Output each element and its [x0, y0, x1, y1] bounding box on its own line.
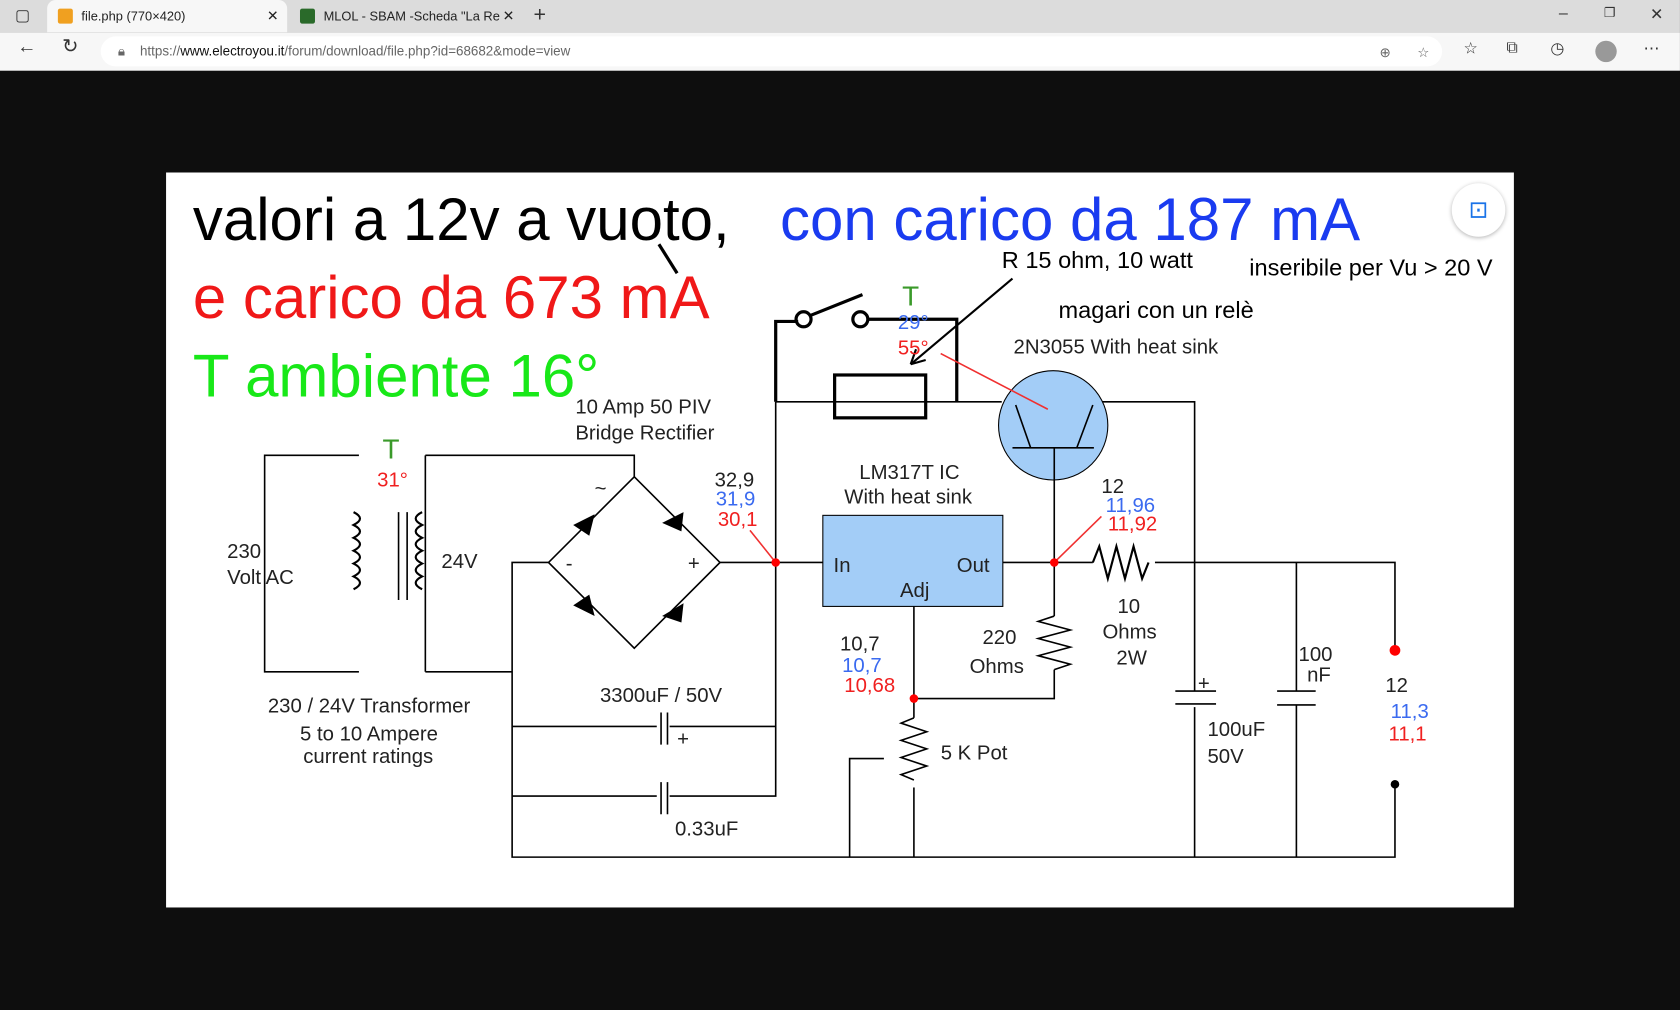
- url-input[interactable]: 🔒︎ https://www.electroyou.it/forum/downl…: [100, 36, 1443, 67]
- tab-title: file.php (770×420): [81, 8, 186, 24]
- v-adj: 10,68: [844, 675, 895, 697]
- transformer-label: 5 to 10 Ampere: [300, 723, 438, 745]
- file-favicon-icon: [57, 8, 73, 24]
- cap-label: 3300uF / 50V: [600, 685, 723, 707]
- zoom-icon[interactable]: ⊕: [1379, 44, 1391, 60]
- transistor-2n3055: [998, 370, 1109, 481]
- cap-label: 0.33uF: [675, 819, 738, 841]
- v-load: 11,3: [1391, 701, 1429, 723]
- v-load: 11,1: [1389, 723, 1427, 745]
- address-bar-row: ← ↻ 🔒︎ https://www.electroyou.it/forum/d…: [0, 32, 1680, 71]
- tab-mlol[interactable]: MLOL - SBAM -Scheda "La Repul ✕: [289, 0, 523, 32]
- note-insert: inseribile per Vu > 20 V: [1249, 254, 1493, 280]
- close-tab-icon[interactable]: ✕: [266, 7, 279, 24]
- c100n-label: nF: [1307, 664, 1331, 686]
- v-out: 11,96: [1106, 495, 1155, 517]
- v-adj: 10,7: [840, 633, 880, 655]
- v-in: 31,9: [716, 489, 756, 511]
- lm317-label: With heat sink: [844, 487, 973, 509]
- lock-icon: 🔒︎: [117, 43, 125, 59]
- bridge-label: Bridge Rectifier: [575, 422, 714, 444]
- temp-transformer: 31°: [377, 469, 408, 491]
- hand-drawn-switch-resistor: [657, 243, 1014, 420]
- r10-label: Ohms: [1102, 622, 1156, 644]
- r10-label: 2W: [1116, 647, 1147, 669]
- title-blue: con carico da 187 mA: [780, 186, 1360, 253]
- sidebar-toggle-icon[interactable]: ▢: [14, 6, 31, 25]
- v-load: 12: [1385, 675, 1408, 697]
- title-red: e carico da 673 mA: [193, 264, 710, 331]
- cap-plus: +: [677, 729, 689, 751]
- pin-out: Out: [957, 555, 990, 577]
- v-out: 12: [1101, 476, 1124, 498]
- favorite-add-icon[interactable]: ☆: [1417, 44, 1430, 60]
- new-tab-icon[interactable]: +: [533, 3, 547, 27]
- pin-adj: Adj: [900, 580, 929, 602]
- url-domain: www.electroyou.it: [180, 43, 285, 59]
- cap-plus: +: [1198, 673, 1210, 695]
- temp-res-red: 55°: [898, 338, 929, 360]
- v-adj: 10,7: [842, 655, 882, 677]
- lm317-label: LM317T IC: [859, 462, 959, 484]
- tab-file-php[interactable]: file.php (770×420) ✕: [47, 0, 288, 33]
- secondary-voltage: 24V: [441, 551, 478, 573]
- visual-search-button[interactable]: ⊡: [1451, 183, 1506, 237]
- temp-res-blue: 29°: [898, 312, 929, 334]
- temp-t-label: T: [382, 434, 399, 465]
- v-in: 30,1: [718, 509, 758, 531]
- transistor-label: 2N3055 With heat sink: [1014, 337, 1220, 359]
- url-prefix: https://: [139, 43, 181, 59]
- input-voltage: Volt AC: [227, 567, 294, 589]
- r220-label: Ohms: [970, 656, 1024, 678]
- v-out: 11,92: [1108, 513, 1157, 535]
- back-icon[interactable]: ←: [17, 35, 37, 57]
- bridge-minus: -: [566, 553, 573, 575]
- restore-icon[interactable]: ❐: [1603, 5, 1616, 21]
- refresh-icon[interactable]: ↻: [62, 35, 79, 57]
- bridge-label: 10 Amp 50 PIV: [575, 397, 711, 419]
- tab-bar: ▢ file.php (770×420) ✕ MLOL - SBAM -Sche…: [0, 0, 1680, 33]
- note-relay: magari con un relè: [1059, 297, 1254, 323]
- url-path: /forum/download/file.php?id=68682&mode=v…: [284, 43, 571, 59]
- mlol-favicon-icon: [299, 8, 315, 24]
- title-black: valori a 12v a vuoto,: [193, 186, 730, 253]
- image-viewer: valori a 12v a vuoto, con carico da 187 …: [166, 172, 1514, 908]
- input-voltage: 230: [227, 541, 261, 563]
- diodes: [573, 512, 684, 623]
- close-window-icon[interactable]: ✕: [1649, 5, 1664, 24]
- temp-t-label: T: [902, 280, 919, 311]
- c100n-label: 100: [1299, 644, 1333, 666]
- title-green: T ambiente 16°: [193, 342, 599, 409]
- pin-in: In: [834, 555, 851, 577]
- bridge-plus: +: [688, 553, 700, 575]
- favorites-icon[interactable]: ☆: [1463, 39, 1478, 58]
- note-resistor: R 15 ohm, 10 watt: [1002, 247, 1194, 273]
- lm317-block: [822, 514, 1004, 607]
- collections-icon[interactable]: ⧉: [1506, 38, 1518, 57]
- c100u-label: 100uF: [1207, 719, 1265, 741]
- bridge-ac: ~: [595, 478, 607, 500]
- c100u-label: 50V: [1207, 746, 1244, 768]
- transformer-label: current ratings: [303, 746, 433, 768]
- r220-label: 220: [982, 627, 1016, 649]
- history-icon[interactable]: ◷: [1550, 39, 1565, 58]
- minimize-icon[interactable]: –: [1558, 4, 1568, 23]
- tab-title: MLOL - SBAM -Scheda "La Repul: [323, 8, 501, 24]
- v-in: 32,9: [715, 469, 755, 491]
- schematic-image: valori a 12v a vuoto, con carico da 187 …: [193, 186, 1493, 858]
- r10-label: 10: [1117, 596, 1140, 618]
- profile-avatar[interactable]: [1595, 40, 1617, 63]
- close-tab-icon[interactable]: ✕: [502, 7, 515, 24]
- pot-label: 5 K Pot: [941, 743, 1008, 765]
- more-icon[interactable]: ⋯: [1643, 39, 1660, 58]
- transformer-label: 230 / 24V Transformer: [268, 695, 471, 717]
